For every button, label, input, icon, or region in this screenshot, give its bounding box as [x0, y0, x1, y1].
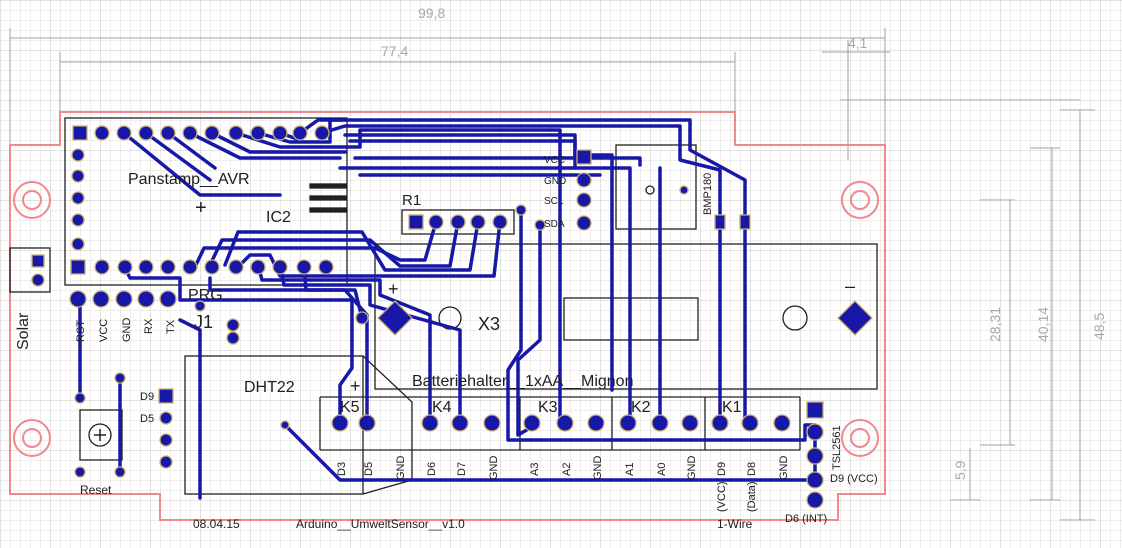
footer-project: Arduino__UmweltSensor__v1.0: [296, 517, 465, 531]
k3-label: K3: [538, 399, 558, 416]
k5-label: K5: [340, 399, 360, 416]
svg-text:GND: GND: [544, 176, 566, 187]
svg-text:RX: RX: [143, 318, 155, 334]
svg-text:D6 (INT): D6 (INT): [785, 513, 827, 525]
battery-label: Batteriehalter__1xAA__Mignon: [412, 373, 633, 390]
svg-text:A2: A2: [561, 463, 573, 476]
ic2-label: IC2: [266, 209, 291, 226]
footer-date: 08.04.15: [193, 517, 240, 531]
via: [194, 300, 206, 312]
dim-width-total: 99,8: [418, 5, 445, 21]
svg-text:TX: TX: [165, 319, 177, 334]
svg-text:SCL: SCL: [544, 196, 564, 207]
svg-text:VCC: VCC: [98, 319, 110, 342]
reset-button-symbol: [94, 429, 106, 441]
svg-text:GND: GND: [488, 456, 500, 481]
k5-plus: +: [350, 376, 361, 396]
silk-labels: Panstamp__AVR IC2 + R1 PRG J1 X3 DHT22 B…: [15, 171, 855, 531]
dht22-label: DHT22: [244, 379, 295, 396]
k4-label: K4: [432, 399, 452, 416]
led-pad: [226, 318, 240, 332]
svg-text:RST: RST: [75, 320, 87, 342]
one-wire-label: 1-Wire: [717, 517, 753, 531]
panstamp-bottom-pads: [70, 259, 334, 275]
svg-text:D9: D9: [716, 462, 728, 476]
board-outline: [9, 111, 886, 521]
svg-text:SDA: SDA: [544, 219, 565, 230]
bmp-pads: [576, 149, 592, 231]
solar-pads: [31, 254, 45, 287]
svg-text:D8: D8: [746, 462, 758, 476]
dim-height-short: 28,31: [987, 307, 1003, 342]
svg-text:D7: D7: [456, 462, 468, 476]
via: [515, 204, 527, 216]
svg-text:A1: A1: [624, 463, 636, 476]
k2-label: K2: [631, 399, 651, 416]
terminal-pads: [331, 414, 791, 432]
svg-text:GND: GND: [778, 456, 790, 481]
svg-text:VCC: VCC: [544, 155, 565, 166]
reset-label: Reset: [80, 483, 112, 497]
panstamp-label: Panstamp__AVR: [128, 171, 250, 188]
k1-label: K1: [722, 399, 742, 416]
tsl2561-label: TSL2561: [831, 425, 843, 470]
svg-text:GND: GND: [686, 456, 698, 481]
svg-text:(VCC): (VCC): [716, 481, 728, 512]
led-pad: [226, 331, 240, 345]
dim-offset-right: 4,1: [848, 35, 868, 51]
plus-sign: +: [195, 197, 207, 219]
svg-text:GND: GND: [121, 318, 133, 343]
tsl-pads: [806, 401, 824, 509]
via: [534, 219, 546, 231]
svg-text:A0: A0: [656, 463, 668, 476]
dim-height-mid: 40,14: [1035, 307, 1051, 342]
bmp-pin-labels: VCC GND SCL SDA: [544, 155, 566, 230]
header-pads: [69, 290, 177, 308]
battery-plus: +: [388, 279, 399, 299]
bottom-pin-labels: D3 D5 GND D6 D7 GND A3 A2 GND A1 A0 GND …: [336, 456, 790, 513]
bmp-resistor-pads: [714, 214, 751, 230]
svg-text:D6: D6: [426, 462, 438, 476]
dim-height-total: 48,5: [1091, 313, 1107, 340]
svg-text:D9 (VCC): D9 (VCC): [830, 473, 878, 485]
svg-text:GND: GND: [395, 456, 407, 481]
header-pin-labels: RST VCC GND RX TX: [75, 318, 177, 343]
prg-label: PRG: [188, 287, 223, 304]
dim-offset-bottom: 5,9: [952, 460, 968, 480]
dimension-lines: [9, 28, 1095, 521]
x3-label: X3: [478, 314, 500, 334]
svg-text:(Data): (Data): [746, 481, 758, 512]
dim-width-inner: 77,4: [381, 43, 408, 59]
via: [679, 185, 689, 195]
battery-minus: –: [845, 276, 855, 296]
mounting-holes: [13, 181, 879, 457]
battery-pads: [377, 300, 873, 336]
r1-pads: [408, 214, 508, 230]
dht-side-labels: D9 D5: [140, 391, 154, 425]
svg-text:D5: D5: [140, 413, 154, 425]
pads: [31, 125, 873, 509]
panstamp-top-pads: [71, 125, 330, 251]
r1-label: R1: [402, 192, 421, 209]
svg-text:D5: D5: [363, 462, 375, 476]
tsl-pin-labels: D9 (VCC) D6 (INT): [785, 473, 878, 525]
bmp180-label: BMP180: [702, 173, 714, 215]
reset-pads: [74, 372, 126, 478]
dht-pads: [158, 388, 174, 469]
svg-text:D9: D9: [140, 391, 154, 403]
j1-label: J1: [194, 312, 213, 332]
via: [355, 311, 369, 325]
svg-text:A3: A3: [529, 463, 541, 476]
solar-label: Solar: [15, 312, 32, 350]
svg-text:GND: GND: [592, 456, 604, 481]
via: [280, 420, 290, 430]
svg-text:D3: D3: [336, 462, 348, 476]
